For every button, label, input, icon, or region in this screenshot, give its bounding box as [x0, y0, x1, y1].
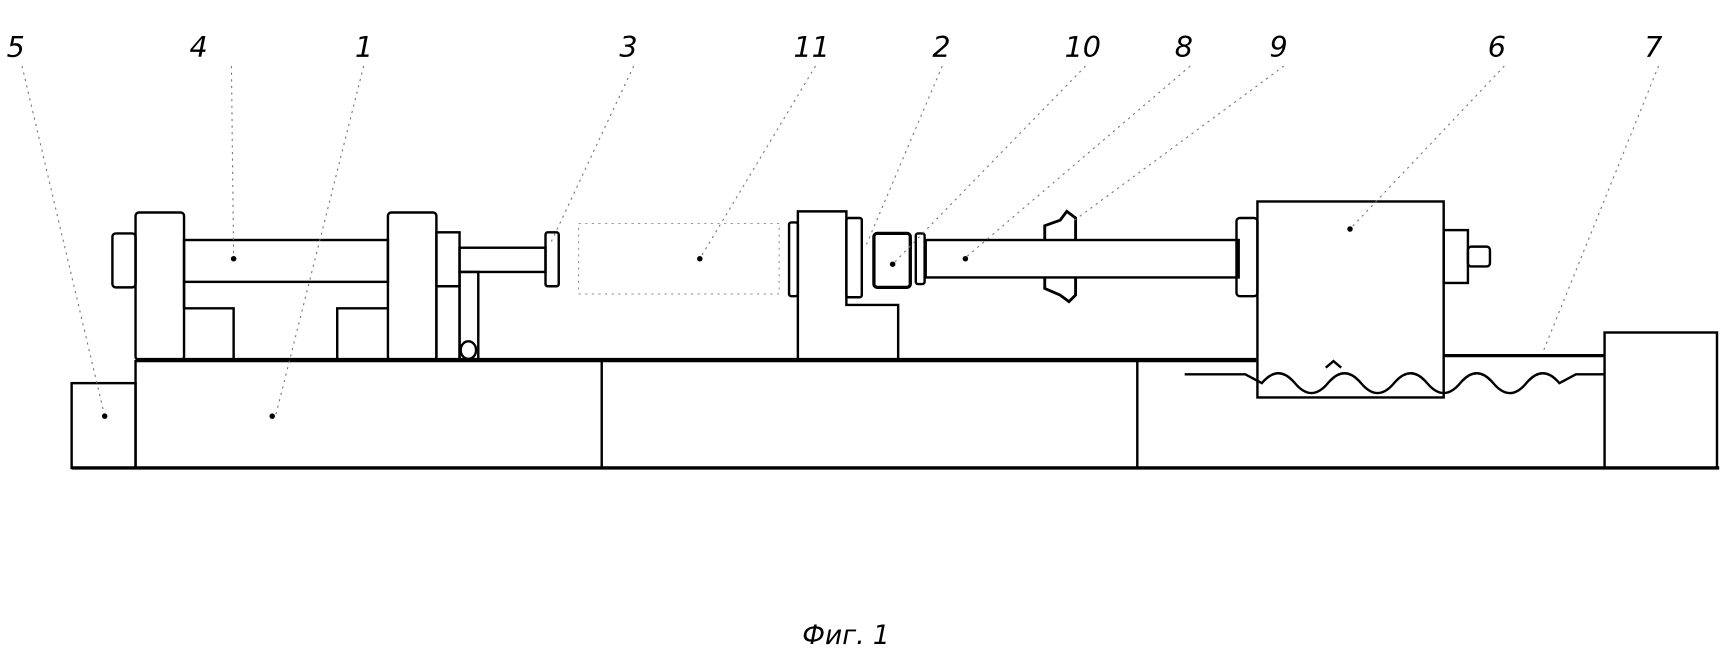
part-2-support [787, 210, 900, 361]
washer [914, 232, 926, 286]
part-3-disk [544, 231, 560, 288]
part-10-chuck [872, 231, 912, 290]
base-frame [71, 357, 1720, 470]
part-9-nut [1043, 209, 1078, 304]
label-9: 9 [1270, 30, 1288, 64]
label-1: 1 [355, 30, 373, 64]
label-5: 5 [7, 30, 25, 64]
label-6: 6 [1488, 30, 1506, 64]
part-5-block [70, 381, 137, 470]
label-4: 4 [190, 30, 208, 64]
figure-caption: Фиг. 1 [802, 620, 889, 651]
part-7-motor [1603, 331, 1719, 470]
part-8-shaft [924, 238, 1240, 279]
label-7: 7 [1644, 30, 1662, 64]
part-6-drive-unit [1184, 200, 1605, 399]
part-11-workpiece [578, 222, 780, 295]
label-3: 3 [619, 30, 637, 64]
label-2: 2 [932, 30, 950, 64]
label-11: 11 [793, 30, 829, 64]
label-10: 10 [1065, 30, 1101, 64]
label-8: 8 [1175, 30, 1193, 64]
leader-lines [21, 65, 1660, 419]
part-4-vise [111, 211, 547, 362]
